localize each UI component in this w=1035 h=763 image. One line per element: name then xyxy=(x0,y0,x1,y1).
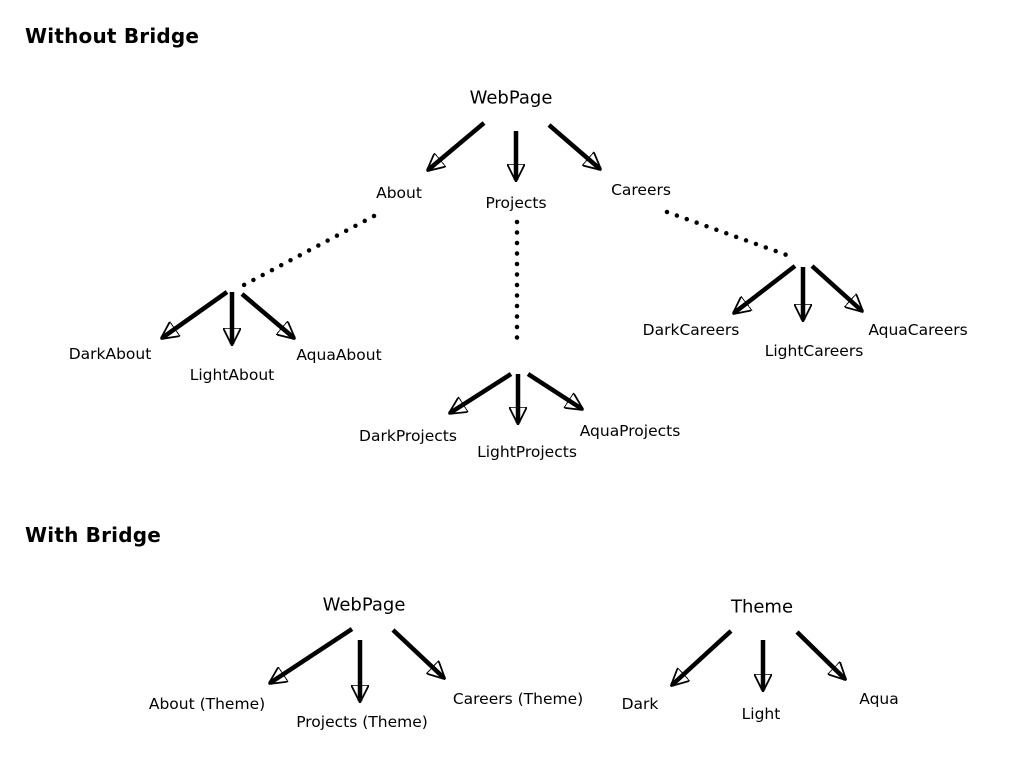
edge-about-to-darkabout xyxy=(162,290,229,338)
edge-careers-to-aquacareers xyxy=(810,264,862,311)
edge-webpage-to-about xyxy=(428,121,486,170)
node-webpage: WebPage xyxy=(469,87,553,109)
edge-about-to-aquaabout xyxy=(240,292,294,338)
node-darkprojects: DarkProjects xyxy=(359,427,457,445)
node-projects: Projects xyxy=(485,194,547,212)
node-careers: Careers xyxy=(611,181,671,199)
node-theme: Theme xyxy=(730,596,794,618)
node-careers-theme: Careers (Theme) xyxy=(452,690,584,708)
edge-webpage-to-careers xyxy=(547,123,600,169)
edge-webpage2-to-about-theme xyxy=(270,627,354,683)
node-aqua: Aqua xyxy=(859,690,899,708)
edge-projects-to-darkprojects xyxy=(450,372,513,413)
edge-webpage2-to-careers-theme xyxy=(391,628,444,678)
edge-theme-to-aqua xyxy=(795,630,845,679)
node-darkcareers: DarkCareers xyxy=(642,321,740,339)
node-about: About xyxy=(376,184,422,202)
node-aquaprojects: AquaProjects xyxy=(579,422,681,440)
node-about-theme: About (Theme) xyxy=(148,695,266,713)
edge-careers-to-darkcareers xyxy=(734,264,797,313)
edge-theme-to-dark xyxy=(672,629,733,685)
node-aquacareers: AquaCareers xyxy=(868,321,968,339)
node-lightcareers: LightCareers xyxy=(764,342,864,360)
node-dark: Dark xyxy=(621,695,659,713)
section-title-with-bridge: With Bridge xyxy=(25,523,162,547)
node-darkabout: DarkAbout xyxy=(68,345,152,363)
node-webpage-bridge: WebPage xyxy=(322,594,406,616)
dotted-edge-careers-to-variants xyxy=(664,209,798,261)
node-aquaabout: AquaAbout xyxy=(296,346,382,364)
edge-projects-to-aquaprojects xyxy=(526,372,582,409)
section-title-without-bridge: Without Bridge xyxy=(25,24,200,48)
node-lightabout: LightAbout xyxy=(189,366,275,384)
node-projects-theme: Projects (Theme) xyxy=(296,713,428,731)
node-light: Light xyxy=(741,705,781,723)
dotted-edge-about-to-variants xyxy=(239,213,377,289)
node-lightprojects: LightProjects xyxy=(477,443,577,461)
